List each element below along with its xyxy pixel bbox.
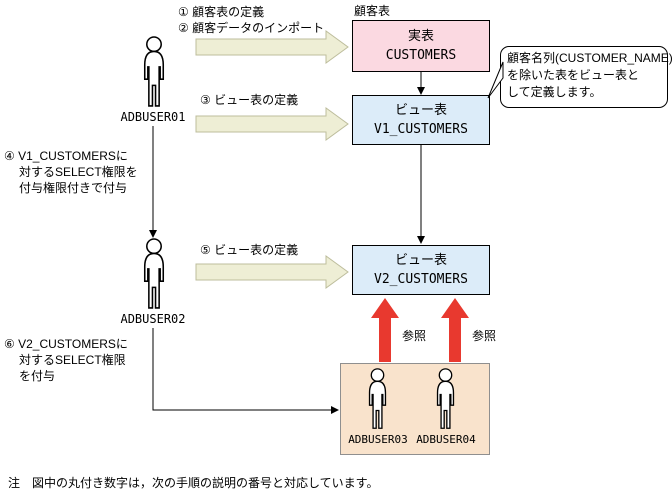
base-table-name: CUSTOMERS bbox=[385, 48, 457, 63]
adbuser01-label: ADBUSER01 bbox=[120, 110, 186, 124]
view1-name: V1_CUSTOMERS bbox=[374, 122, 468, 137]
step6-line2: 対するSELECT権限 bbox=[19, 353, 126, 367]
view1-type: ビュー表 bbox=[394, 103, 447, 118]
ref-label-1: 参照 bbox=[402, 329, 427, 343]
step2-label: ② 顧客データのインポート bbox=[178, 21, 325, 35]
ref-arrow-1 bbox=[371, 298, 399, 362]
step6-label: ⑥ V2_CUSTOMERSに 対するSELECT権限 を付与 bbox=[4, 336, 128, 384]
step3-label: ③ ビュー表の定義 bbox=[200, 93, 299, 107]
base-table-type: 実表 bbox=[407, 29, 434, 44]
customer-table-group-label: 顧客表 bbox=[354, 4, 391, 18]
step4-line1: ④ V1_CUSTOMERSに bbox=[4, 149, 128, 163]
step5-label: ⑤ ビュー表の定義 bbox=[200, 243, 299, 257]
arrow-v1-to-v2-head bbox=[417, 236, 425, 244]
ref-label-2: 参照 bbox=[472, 329, 497, 343]
ref-arrow-2 bbox=[441, 298, 469, 362]
callout-line1: 顧客名列(CUSTOMER_NAME) bbox=[507, 51, 672, 65]
view2-box: ビュー表 V2_CUSTOMERS bbox=[352, 245, 490, 295]
person-icon-adbuser01 bbox=[143, 36, 165, 107]
arrow-user2-to-group-line bbox=[152, 328, 331, 411]
step4-line2: 対するSELECT権限を bbox=[19, 165, 138, 179]
block-arrow-step12 bbox=[195, 30, 349, 64]
view2-type: ビュー表 bbox=[394, 253, 447, 268]
person-icon-adbuser03 bbox=[368, 368, 387, 429]
arrow-base-to-v1-head bbox=[417, 87, 425, 95]
step6-line1: ⑥ V2_CUSTOMERSに bbox=[4, 337, 128, 351]
step6-line3: を付与 bbox=[19, 369, 56, 383]
adbuser02-label: ADBUSER02 bbox=[120, 312, 186, 326]
step4-line3: 付与権限付きで付与 bbox=[19, 181, 128, 195]
step1-label: ① 顧客表の定義 bbox=[178, 5, 265, 19]
view2-name: V2_CUSTOMERS bbox=[374, 272, 468, 287]
view1-box: ビュー表 V1_CUSTOMERS bbox=[352, 95, 490, 145]
footnote: 注 図中の丸付き数字は，次の手順の説明の番号と対応しています。 bbox=[8, 476, 379, 490]
adbuser03-label: ADBUSER03 bbox=[348, 433, 408, 446]
base-table-box: 実表 CUSTOMERS bbox=[352, 20, 490, 72]
step4-label: ④ V1_CUSTOMERSに 対するSELECT権限を 付与権限付きで付与 bbox=[4, 148, 138, 196]
callout-line2: を除いた表をビュー表と bbox=[507, 68, 640, 82]
arrow-user2-to-group-head bbox=[331, 406, 339, 414]
callout-line3: して定義します。 bbox=[507, 85, 602, 99]
adbuser04-label: ADBUSER04 bbox=[416, 433, 476, 446]
person-icon-adbuser02 bbox=[143, 238, 165, 309]
consumer-users-group-box bbox=[340, 363, 490, 455]
arrow-user1-to-user2-head bbox=[149, 230, 157, 238]
callout-balloon: 顧客名列(CUSTOMER_NAME) を除いた表をビュー表と して定義します。 bbox=[500, 46, 672, 108]
callout-tail bbox=[487, 61, 504, 99]
person-icon-adbuser04 bbox=[436, 368, 455, 429]
block-arrow-step5 bbox=[195, 255, 349, 289]
block-arrow-step3 bbox=[195, 107, 349, 141]
